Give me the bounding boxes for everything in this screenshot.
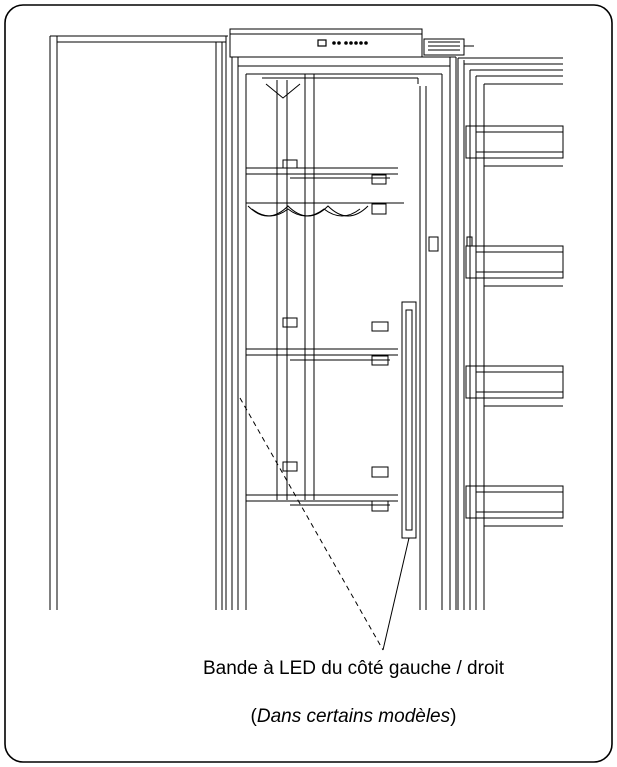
cabinet-frame xyxy=(231,56,457,610)
door-bin-2 xyxy=(465,236,564,287)
right-door xyxy=(457,57,563,610)
caption-note-open: ( xyxy=(250,706,257,727)
glass-shelf-2 xyxy=(246,317,398,366)
left-door xyxy=(49,35,228,610)
caption-note: (Dans certains modèles) xyxy=(0,706,617,728)
caption-title: Bande à LED du côté gauche / droit xyxy=(202,658,505,679)
wine-rack xyxy=(246,202,404,217)
glass-shelf-3 xyxy=(246,461,398,512)
control-panel xyxy=(229,28,474,58)
door-bin-4 xyxy=(465,485,564,527)
led-strip xyxy=(401,301,417,539)
door-switch xyxy=(428,236,439,252)
figure-frame xyxy=(4,4,613,763)
callout-leader-lines xyxy=(239,397,410,651)
rear-supports xyxy=(262,74,427,610)
door-bin-1 xyxy=(465,125,564,167)
glass-shelf-1 xyxy=(246,159,398,185)
caption-note-close: ) xyxy=(450,706,457,727)
door-bin-3 xyxy=(465,365,564,407)
caption-note-italic: Dans certains modèles xyxy=(256,706,451,727)
